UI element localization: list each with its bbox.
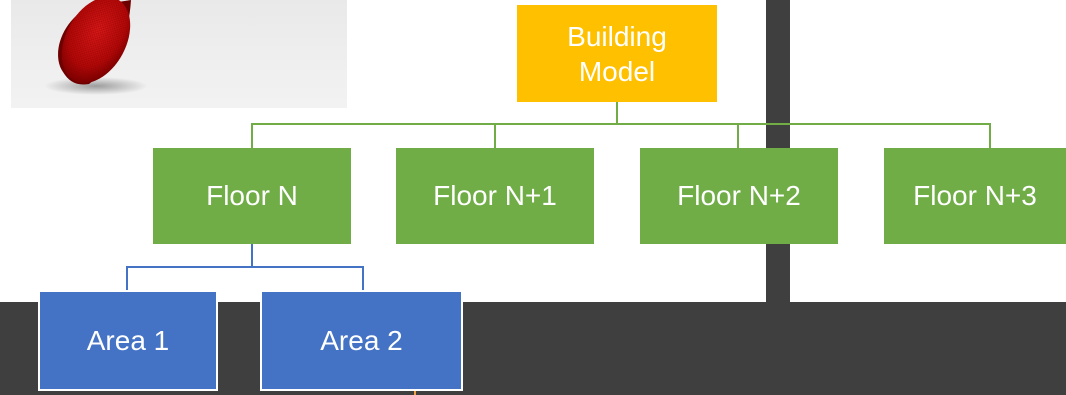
red-cylinder-part-icon	[44, 0, 148, 95]
connector-floor-n3	[989, 123, 991, 148]
node-area-2-label: Area 2	[320, 324, 403, 356]
node-floor-n3-label: Floor N+3	[913, 180, 1037, 211]
connector-area-1	[126, 266, 128, 290]
node-floor-n-label: Floor N	[206, 180, 298, 211]
connector-floor-n1	[494, 123, 496, 148]
node-area-1-label: Area 1	[86, 324, 170, 356]
part-thumbnail-image	[11, 0, 347, 108]
node-floor-n2: Floor N+2	[640, 148, 838, 244]
connector-floor-n-stem	[251, 244, 253, 268]
node-building-model-line2: Model	[578, 55, 656, 87]
connector-area-2	[362, 266, 364, 290]
orange-marker	[414, 388, 416, 395]
connector-floor-n	[251, 123, 253, 148]
node-floor-n1: Floor N+1	[396, 148, 594, 244]
node-building-model-line1: Building	[567, 20, 667, 52]
connector-floors-horizontal	[251, 123, 991, 125]
node-floor-n3: Floor N+3	[884, 148, 1066, 244]
node-floor-n1-label: Floor N+1	[433, 180, 557, 211]
connector-areas-horizontal	[126, 266, 364, 268]
node-floor-n: Floor N	[153, 148, 351, 244]
node-area-2: Area 2	[260, 290, 463, 391]
node-floor-n2-label: Floor N+2	[677, 180, 801, 211]
connector-floor-n2	[737, 123, 739, 148]
connector-root-stem	[616, 102, 618, 125]
node-building-model: Building Model	[517, 5, 717, 102]
node-area-1: Area 1	[38, 290, 218, 391]
